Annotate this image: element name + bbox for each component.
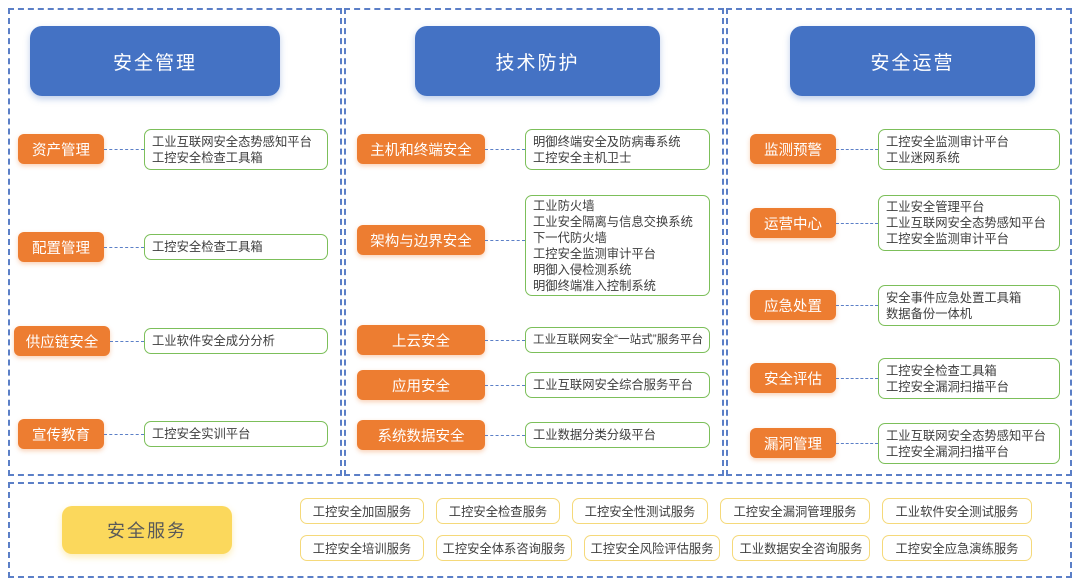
platform-item: 工控安全实训平台 [152, 427, 251, 441]
platform-item: 工控安全主机卫士 [533, 150, 632, 165]
category-publicity-education[interactable]: 宣传教育 [18, 419, 104, 449]
platform-box-left-2[interactable]: 工业软件安全成分分析 [144, 328, 328, 354]
platform-item: 工业互联网安全态势感知平台 [886, 428, 1046, 443]
category-host-endpoint-security[interactable]: 主机和终端安全 [357, 134, 485, 164]
connector-right-3 [836, 378, 878, 379]
connector-mid-3 [485, 385, 525, 386]
platform-item: 工控安全监测审计平台 [886, 134, 1009, 149]
platform-box-mid-2[interactable]: 工业互联网安全“一站式”服务平台 [525, 327, 710, 353]
column-header-security-management[interactable]: 安全管理 [30, 26, 280, 96]
panel-security-services [8, 482, 1072, 578]
category-security-assessment[interactable]: 安全评估 [750, 363, 836, 393]
category-asset-management[interactable]: 资产管理 [18, 134, 104, 164]
connector-mid-4 [485, 435, 525, 436]
platform-box-mid-0[interactable]: 明御终端安全及防病毒系统 工控安全主机卫士 [525, 129, 710, 170]
category-vulnerability-management[interactable]: 漏洞管理 [750, 428, 836, 458]
platform-item: 工业软件安全成分分析 [152, 334, 275, 348]
panel-technical-protection [344, 8, 724, 476]
platform-item: 工控安全漏洞扫描平台 [886, 444, 1009, 459]
connector-mid-2 [485, 340, 525, 341]
service-tag[interactable]: 工控安全加固服务 [300, 498, 424, 524]
platform-box-mid-3[interactable]: 工业互联网安全综合服务平台 [525, 372, 710, 398]
platform-item: 工控安全漏洞扫描平台 [886, 379, 1009, 394]
connector-right-4 [836, 443, 878, 444]
column-header-security-operations[interactable]: 安全运营 [790, 26, 1035, 96]
service-tag[interactable]: 工业数据安全咨询服务 [732, 535, 870, 561]
platform-item: 工业互联网安全态势感知平台 [886, 216, 1046, 230]
platform-item: 工控安全检查工具箱 [152, 150, 263, 165]
platform-item: 工业互联网安全综合服务平台 [533, 378, 693, 392]
service-tag[interactable]: 工控安全培训服务 [300, 535, 424, 561]
connector-left-0 [104, 149, 144, 150]
platform-box-right-2[interactable]: 安全事件应急处置工具箱 数据备份一体机 [878, 285, 1060, 326]
category-architecture-boundary-security[interactable]: 架构与边界安全 [357, 225, 485, 255]
platform-item: 工控安全检查工具箱 [152, 240, 263, 254]
connector-mid-1 [485, 240, 525, 241]
service-tag[interactable]: 工业软件安全测试服务 [882, 498, 1032, 524]
platform-item: 明御入侵检测系统 [533, 262, 632, 277]
service-tag[interactable]: 工控安全风险评估服务 [584, 535, 720, 561]
connector-left-3 [104, 434, 144, 435]
platform-item: 明御终端安全及防病毒系统 [533, 134, 681, 149]
platform-item: 工业安全隔离与信息交换系统 [533, 214, 693, 229]
service-tag[interactable]: 工控安全检查服务 [436, 498, 560, 524]
platform-box-right-3[interactable]: 工控安全检查工具箱 工控安全漏洞扫描平台 [878, 358, 1060, 399]
category-application-security[interactable]: 应用安全 [357, 370, 485, 400]
platform-item: 工业互联网安全态势感知平台 [152, 134, 312, 149]
platform-box-left-0[interactable]: 工业互联网安全态势感知平台 工控安全检查工具箱 [144, 129, 328, 170]
platform-box-left-1[interactable]: 工控安全检查工具箱 [144, 234, 328, 260]
platform-item: 工业数据分类分级平台 [533, 428, 656, 442]
connector-right-0 [836, 149, 878, 150]
service-tag[interactable]: 工控安全体系咨询服务 [436, 535, 572, 561]
service-tag[interactable]: 工控安全性测试服务 [572, 498, 708, 524]
platform-item: 工控安全监测审计平台 [533, 246, 656, 261]
platform-item: 工业迷网系统 [886, 150, 960, 165]
category-monitoring-early-warning[interactable]: 监测预警 [750, 134, 836, 164]
category-supply-chain-security[interactable]: 供应链安全 [14, 326, 110, 356]
column-header-technical-protection[interactable]: 技术防护 [415, 26, 660, 96]
platform-box-right-1[interactable]: 工业安全管理平台 工业互联网安全态势感知平台 工控安全监测审计平台 [878, 195, 1060, 251]
platform-item: 安全事件应急处置工具箱 [886, 290, 1022, 305]
category-system-data-security[interactable]: 系统数据安全 [357, 420, 485, 450]
platform-item: 工业安全管理平台 [886, 200, 985, 214]
connector-right-1 [836, 223, 878, 224]
platform-box-mid-1[interactable]: 工业防火墙 工业安全隔离与信息交换系统 下一代防火墙 工控安全监测审计平台 明御… [525, 195, 710, 296]
category-emergency-response[interactable]: 应急处置 [750, 290, 836, 320]
platform-box-right-0[interactable]: 工控安全监测审计平台 工业迷网系统 [878, 129, 1060, 170]
platform-item: 数据备份一体机 [886, 306, 973, 321]
platform-box-right-4[interactable]: 工业互联网安全态势感知平台 工控安全漏洞扫描平台 [878, 423, 1060, 464]
service-tag[interactable]: 工控安全漏洞管理服务 [720, 498, 870, 524]
platform-item: 工业互联网安全“一站式”服务平台 [533, 333, 704, 346]
platform-item: 工控安全监测审计平台 [886, 232, 1009, 246]
connector-right-2 [836, 305, 878, 306]
connector-left-2 [110, 341, 144, 342]
security-services-title[interactable]: 安全服务 [62, 506, 232, 554]
category-operations-center[interactable]: 运营中心 [750, 208, 836, 238]
panel-security-management [8, 8, 342, 476]
platform-box-left-3[interactable]: 工控安全实训平台 [144, 421, 328, 447]
category-configuration-management[interactable]: 配置管理 [18, 232, 104, 262]
category-cloud-security[interactable]: 上云安全 [357, 325, 485, 355]
platform-item: 工控安全检查工具箱 [886, 363, 997, 378]
connector-mid-0 [485, 149, 525, 150]
connector-left-1 [104, 247, 144, 248]
platform-item: 明御终端准入控制系统 [533, 278, 656, 293]
panel-security-operations [726, 8, 1072, 476]
service-tag[interactable]: 工控安全应急演练服务 [882, 535, 1032, 561]
platform-item: 工业防火墙 [533, 198, 595, 213]
platform-box-mid-4[interactable]: 工业数据分类分级平台 [525, 422, 710, 448]
platform-item: 下一代防火墙 [533, 230, 607, 245]
